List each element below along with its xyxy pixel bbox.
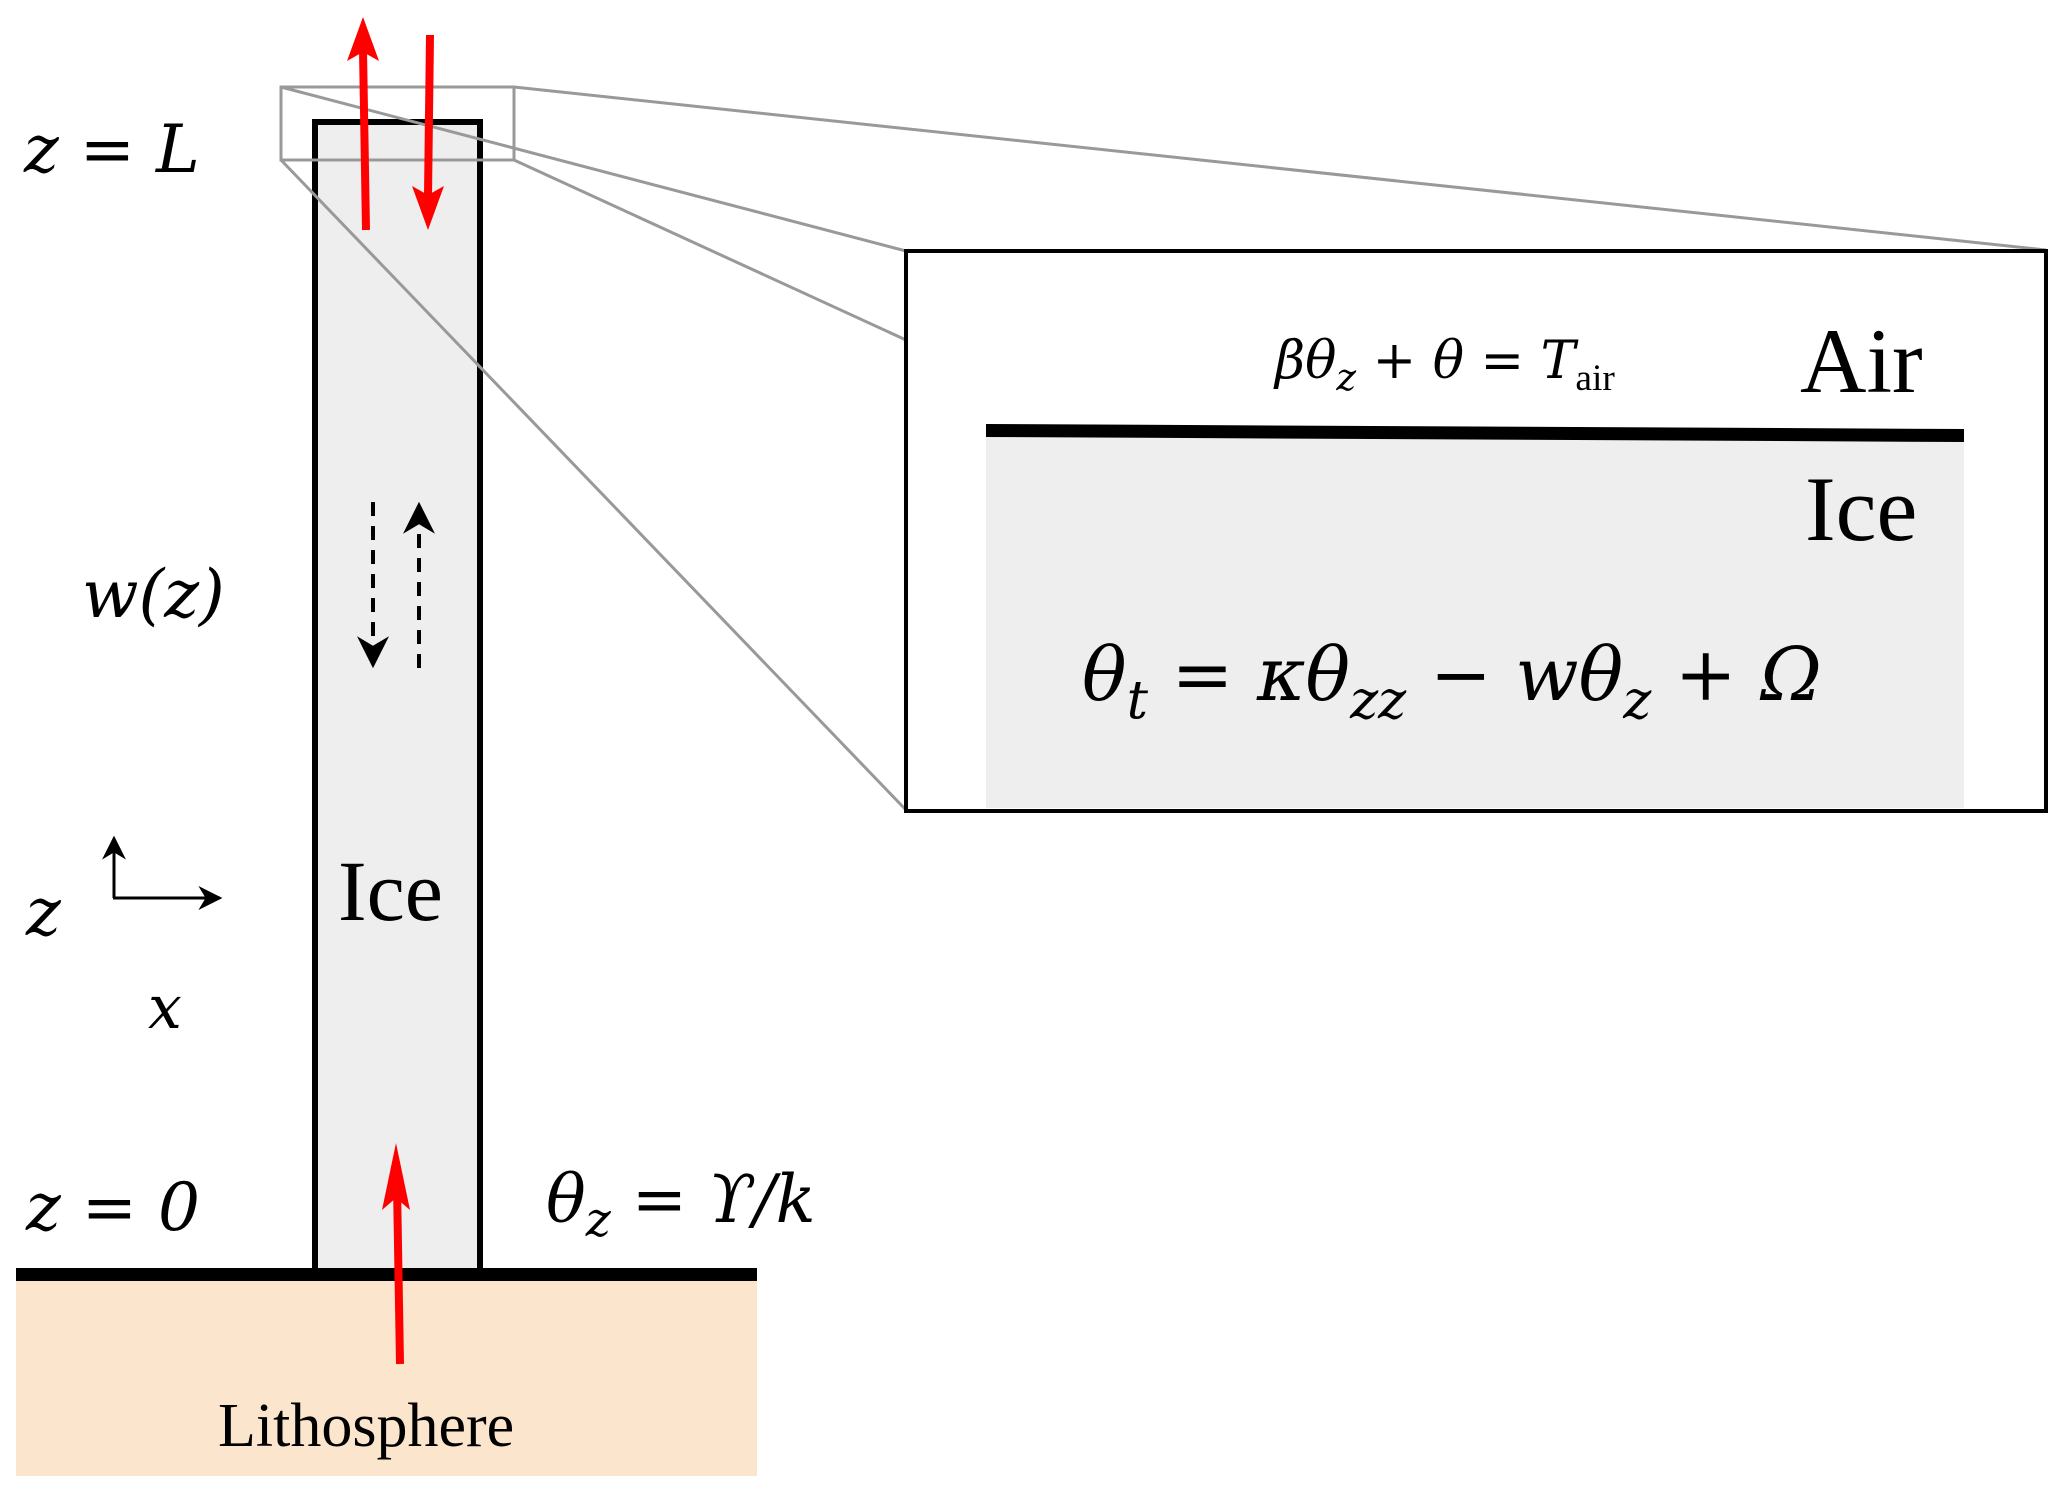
heat-eq-part: θ (1082, 632, 1127, 718)
inset-ice-label: Ice (1805, 458, 1917, 560)
surface-bc-sub: z (1335, 355, 1356, 399)
column-ice-label: Ice (338, 843, 443, 939)
zoom-guide (279, 85, 2047, 812)
heat-eq-part: = κθ (1148, 632, 1350, 718)
surface-flux-arrows (347, 17, 444, 231)
zoom-guide-line (280, 85, 907, 253)
axis-z-label: z (25, 874, 62, 951)
inset-ice-region (986, 436, 1964, 808)
zoom-guide-line (279, 158, 908, 812)
flux-arrow-up (359, 49, 370, 231)
surface-bc-part: + θ = T (1356, 331, 1579, 391)
geothermal-flux-arrow (393, 1184, 404, 1365)
flux-arrow-down (424, 34, 434, 196)
surface-bc-part: βθ (1273, 331, 1336, 391)
heat-eq-part: + Ω (1651, 632, 1821, 718)
flux-arrow-up-head (347, 17, 379, 61)
zoom-guide-line (513, 158, 907, 342)
ice-column (312, 119, 483, 1275)
heat-eq-sub: z (1622, 669, 1652, 731)
inset-air-label: Air (1800, 310, 1923, 412)
basal-bc-lhs: θ (546, 1161, 586, 1238)
heat-equation: θt = κθzz − wθz + Ω (1082, 632, 1822, 731)
basal-bc-rhs: = ϒ/k (611, 1161, 816, 1238)
zoom-region-box (279, 85, 516, 162)
basal-bc-label: θz = ϒ/k (546, 1161, 816, 1248)
ground-surface-line (16, 1268, 757, 1281)
surface-bc-sub-air: air (1575, 358, 1615, 399)
heat-eq-sub: t (1127, 669, 1149, 731)
heat-eq-sub: zz (1349, 669, 1407, 731)
inset-panel: βθz + θ = Tair Air Ice θt = κθzz − wθz +… (904, 249, 2048, 813)
lithosphere-block (16, 1281, 757, 1476)
zoom-guide-line (513, 85, 2047, 252)
basal-bc-sub: z (585, 1193, 612, 1248)
heat-eq-part: − wθ (1406, 632, 1623, 718)
ice-air-interface-line (986, 424, 1964, 442)
flux-arrow-down-head (412, 186, 444, 230)
inset-frame (904, 249, 2048, 813)
geothermal-flux-arrow-head (382, 1143, 410, 1210)
top-boundary-label: z = L (23, 111, 200, 188)
lithosphere-label: Lithosphere (218, 1392, 514, 1460)
bottom-boundary-label: z = 0 (25, 1169, 200, 1246)
axis-x-label: x (148, 973, 182, 1043)
velocity-label: w(z) (82, 556, 225, 633)
coordinate-axes (102, 835, 223, 910)
surface-bc-label: βθz + θ = Tair (1273, 331, 1615, 399)
